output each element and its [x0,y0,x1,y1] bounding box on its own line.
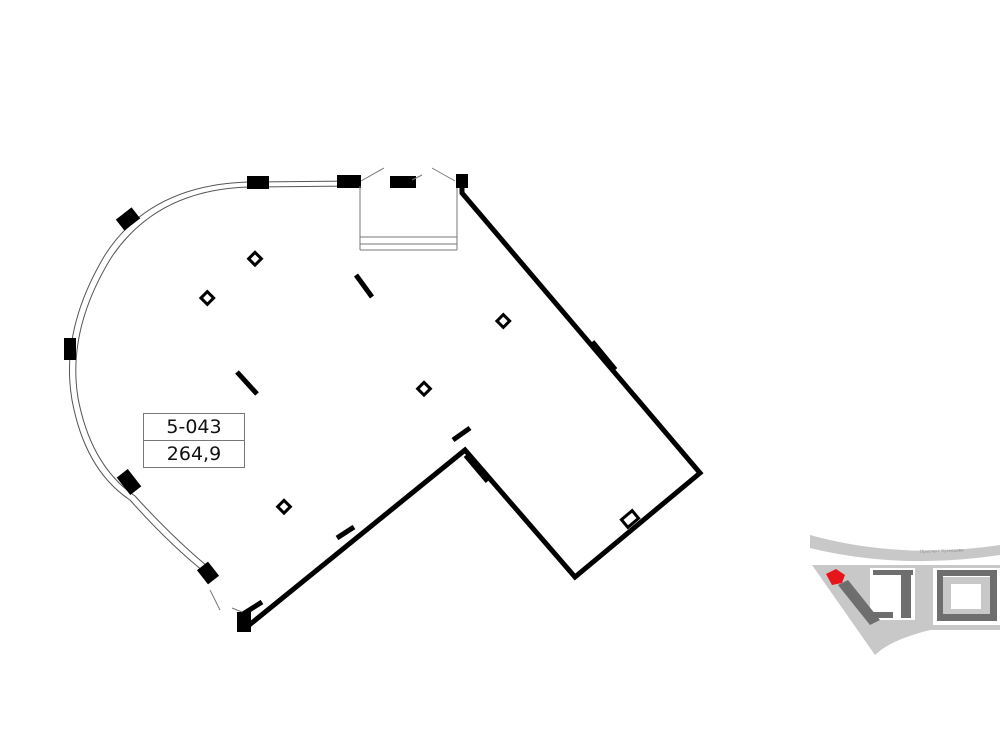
curved-window-wall [68,180,356,576]
door-swing [360,167,385,182]
unit-area: 264,9 [144,440,244,467]
vestibule [209,167,458,613]
door-swing [231,607,243,613]
door-swing [209,589,221,611]
exterior-wall [240,188,704,629]
wall-segments [235,273,618,541]
door-swing [431,167,456,182]
site-minimap [810,535,1000,655]
facade-columns [64,174,468,632]
door-swing [411,174,423,181]
unit-number: 5-043 [166,416,222,438]
unit-label: 5-043 264,9 [143,413,245,468]
interior-columns [198,250,641,530]
unit-location-marker [826,569,845,585]
